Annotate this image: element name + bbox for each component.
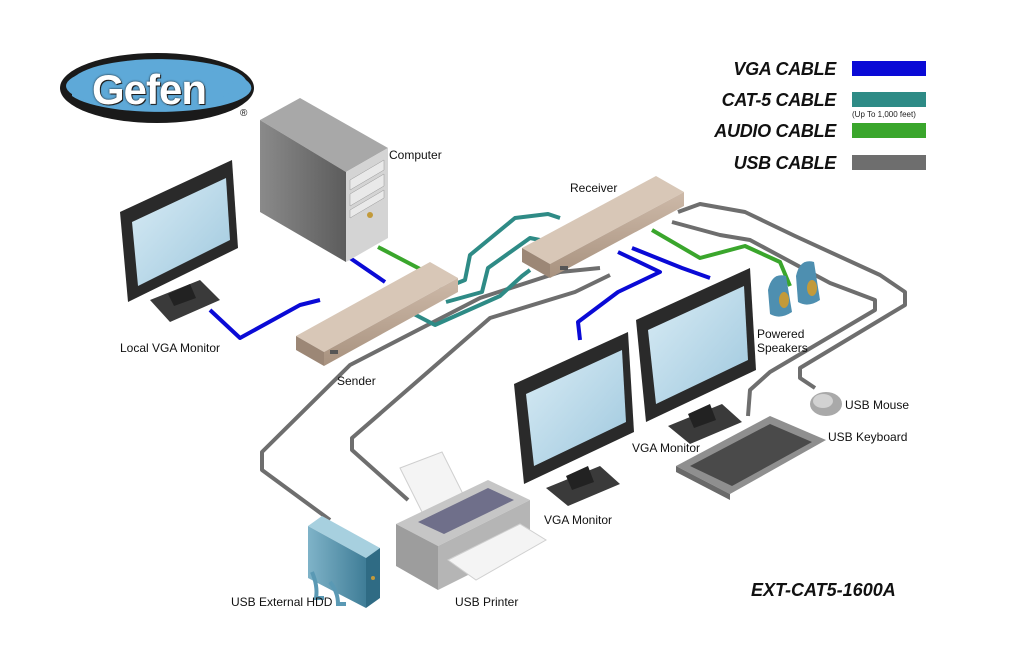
label-usb-mouse: USB Mouse (845, 398, 910, 412)
legend-label-cat5: CAT-5 CABLE (721, 90, 837, 110)
model-number: EXT-CAT5-1600A (751, 580, 896, 600)
legend-note-cat5: (Up To 1,000 feet) (852, 110, 916, 119)
label-sender: Sender (337, 374, 376, 388)
legend-swatch-vga (852, 61, 926, 76)
label-vga-monitor-2: VGA Monitor (632, 441, 701, 455)
gefen-logo (60, 53, 254, 123)
legend-label-audio: AUDIO CABLE (714, 121, 836, 141)
usb-keyboard (676, 416, 826, 500)
vga-monitor-2 (636, 268, 756, 444)
label-usb-keyboard: USB Keyboard (828, 430, 908, 444)
label-computer: Computer (389, 148, 442, 162)
usb-external-hdd (308, 516, 380, 608)
legend-label-usb: USB CABLE (733, 153, 837, 173)
label-local-vga-monitor: Local VGA Monitor (120, 341, 221, 355)
usb-printer (396, 451, 547, 590)
label-receiver: Receiver (570, 181, 618, 195)
local-vga-monitor (120, 160, 238, 322)
cat5-cables (409, 212, 561, 327)
legend-swatch-audio (852, 123, 926, 138)
legend-swatch-usb (852, 155, 926, 170)
label-vga-monitor-1: VGA Monitor (544, 513, 613, 527)
computer-tower (260, 98, 388, 262)
logo-text: Gefen (92, 66, 207, 113)
receiver-box (522, 176, 684, 278)
registered-mark: ® (240, 108, 248, 119)
legend-swatch-cat5 (852, 92, 926, 107)
usb-mouse (810, 392, 842, 416)
vga-cables (208, 246, 711, 341)
label-usb-printer: USB Printer (455, 595, 519, 609)
powered-speakers (768, 261, 820, 317)
label-usb-external-hdd: USB External HDD (231, 595, 333, 609)
audio-cables (377, 228, 792, 287)
legend-label-vga: VGA CABLE (733, 59, 836, 79)
vga-monitor-1 (514, 332, 634, 506)
sender-box (296, 262, 458, 366)
label-powered-speakers: Powered Speakers (757, 327, 808, 355)
